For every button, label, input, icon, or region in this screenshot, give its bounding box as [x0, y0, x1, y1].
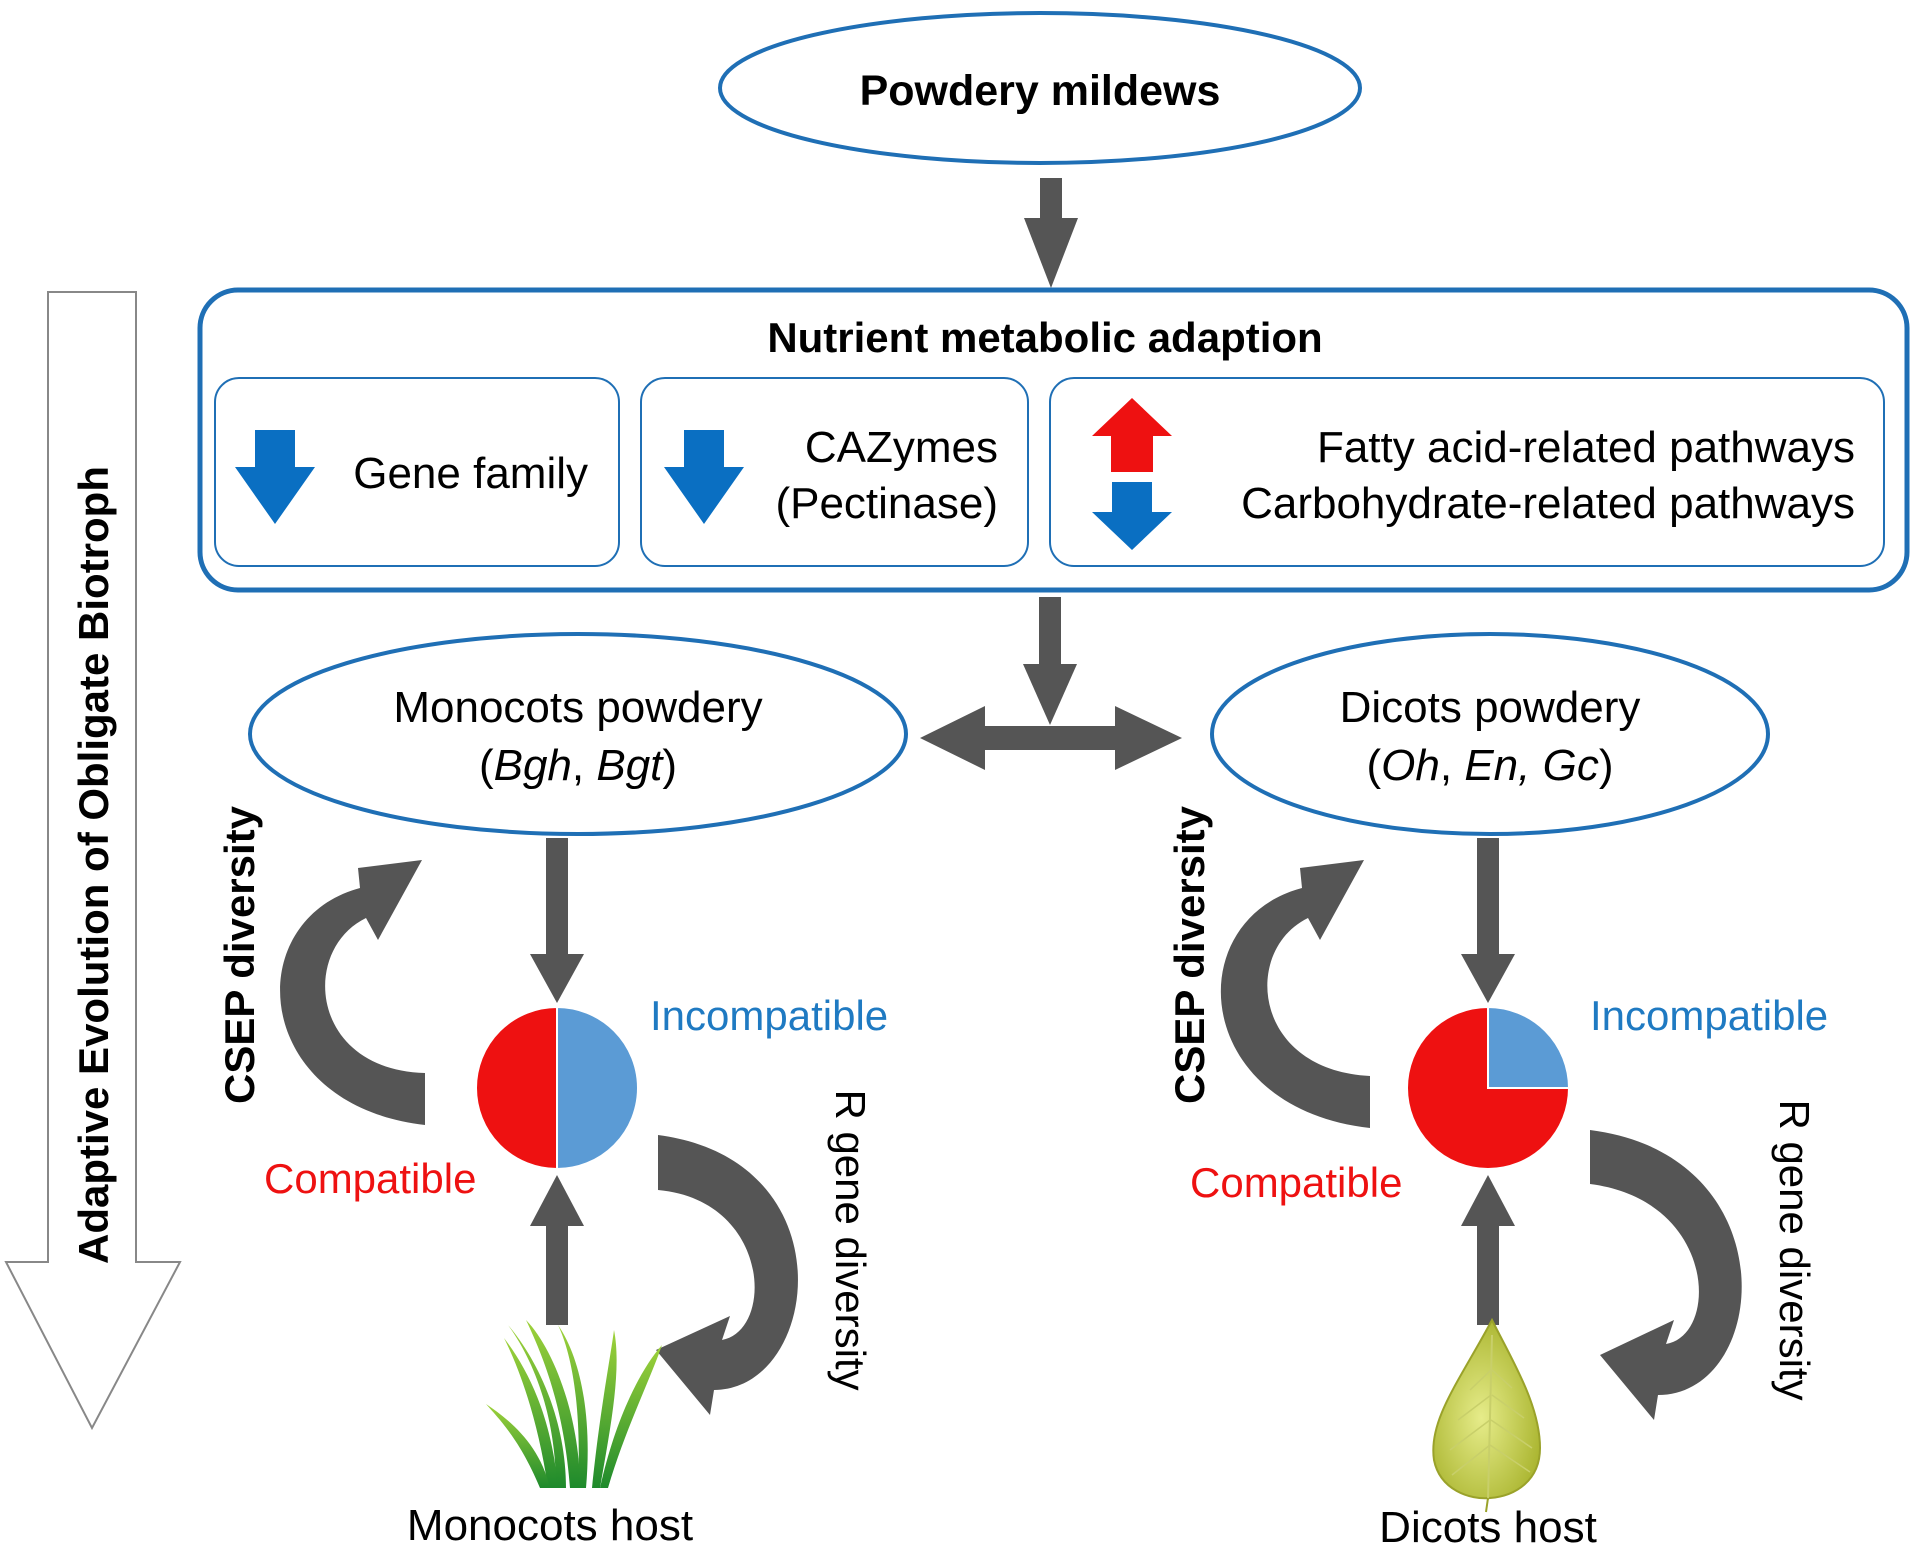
arrow-top-to-nutrient	[1024, 178, 1078, 288]
cazymes-label-line1: CAZymes	[805, 423, 998, 472]
monocots-grass-icon	[486, 1320, 662, 1488]
adaptive-evolution-side-arrow	[4, 291, 182, 1431]
dicots-powdery-node	[1210, 632, 1770, 836]
monocots-host-label: Monocots host	[407, 1501, 693, 1548]
monocots-pie-incompatible-slice	[556, 1005, 639, 1171]
dicots-powdery-title: Dicots powdery	[1340, 683, 1641, 732]
carbohydrate-pathways-label: Carbohydrate-related pathways	[1241, 479, 1855, 528]
fatty-up-arrow-icon	[1092, 398, 1172, 472]
monocots-powdery-title: Monocots powdery	[393, 683, 762, 732]
dicots-r-gene-curved-arrow	[1590, 1130, 1742, 1420]
dicots-csep-curved-arrow	[1220, 860, 1370, 1128]
cazymes-down-arrow-icon	[664, 430, 744, 524]
dicots-arrow-down-to-pie	[1461, 838, 1515, 1003]
monocots-species: (Bgh, Bgt)	[479, 741, 677, 790]
monocots-arrow-host-to-pie	[530, 1175, 584, 1325]
dicots-host-label: Dicots host	[1379, 1503, 1597, 1548]
monocots-r-gene-curved-arrow	[656, 1135, 798, 1415]
nutrient-adaption-title: Nutrient metabolic adaption	[767, 314, 1322, 361]
powdery-mildews-label: Powdery mildews	[860, 67, 1221, 115]
cazymes-label-line2: (Pectinase)	[775, 479, 998, 528]
arrow-nutrient-to-split	[1023, 597, 1077, 725]
double-arrow-monocots-dicots	[920, 706, 1182, 770]
dicots-pie-incompatible-slice	[1487, 1005, 1571, 1089]
cazymes-box	[640, 377, 1029, 567]
monocots-csep-curved-arrow	[280, 860, 425, 1125]
monocots-csep-label: CSEP diversity	[216, 805, 263, 1104]
monocots-r-gene-label: R gene diversity	[827, 1089, 874, 1390]
pathways-box	[1049, 377, 1885, 567]
dicots-pie-compatible-slice	[1406, 1005, 1571, 1170]
dicots-incompatible-label: Incompatible	[1590, 992, 1828, 1039]
adaptive-evolution-label: Adaptive Evolution of Obligate Biotroph	[70, 466, 117, 1264]
dicots-csep-label: CSEP diversity	[1166, 805, 1213, 1104]
monocots-pie-compatible-slice	[475, 1005, 558, 1171]
dicots-pie-chart	[1406, 1005, 1571, 1170]
dicots-compatible-label: Compatible	[1190, 1159, 1402, 1206]
carbo-down-arrow-icon	[1092, 482, 1172, 550]
dicots-r-gene-label: R gene diversity	[1771, 1099, 1818, 1400]
dicots-species: (Oh, En, Gc)	[1367, 741, 1614, 790]
fatty-acid-pathways-label: Fatty acid-related pathways	[1317, 423, 1855, 472]
monocots-pie-chart	[475, 1005, 639, 1171]
monocots-arrow-down-to-pie	[530, 838, 584, 1003]
dicots-arrow-host-to-pie	[1461, 1175, 1515, 1325]
monocots-incompatible-label: Incompatible	[650, 992, 888, 1039]
dicots-leaf-icon	[1432, 1317, 1542, 1513]
gene-family-label: Gene family	[353, 449, 588, 498]
gene-family-box	[214, 377, 620, 567]
monocots-compatible-label: Compatible	[264, 1155, 476, 1202]
gene-family-down-arrow-icon	[235, 430, 315, 524]
powdery-mildews-node	[718, 11, 1362, 165]
monocots-powdery-node	[248, 632, 908, 836]
